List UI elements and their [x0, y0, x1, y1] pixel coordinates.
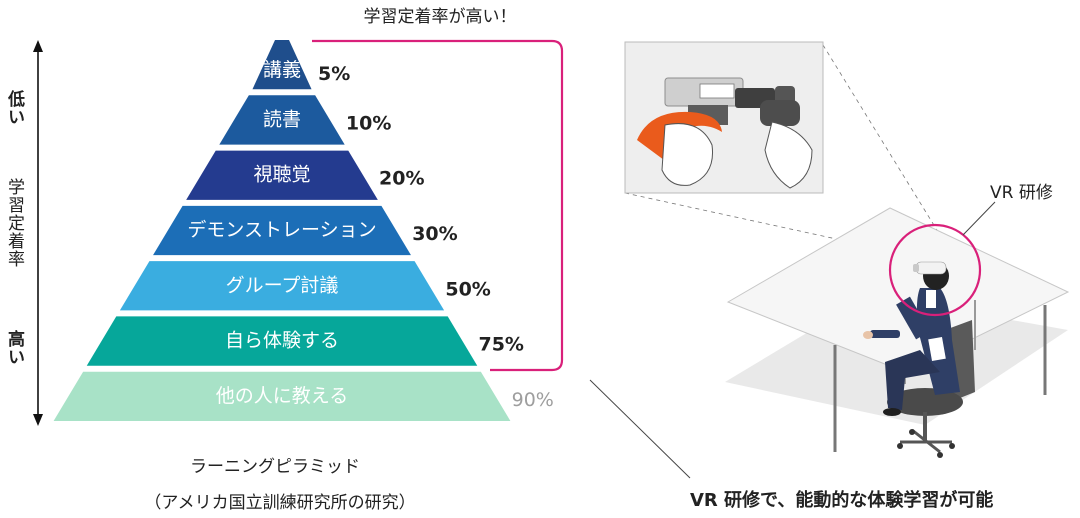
- retention-axis-arrow: [33, 40, 43, 426]
- pyramid-tier: デモンストレーション 30%: [153, 205, 458, 256]
- pyramid-tier-shape: [153, 205, 411, 256]
- pyramid-tier-label: 読書: [263, 108, 301, 130]
- pyramid-caption-title: ラーニングピラミッド: [190, 457, 360, 477]
- pyramid-tier-shape: [219, 95, 345, 145]
- high-retention-label: 学習定着率が高い！: [363, 7, 517, 27]
- pyramid-tiers: 講義 5% 読書 10% 視聴覚 20% デモンストレーション 30% グループ討議 50% 自ら体…: [53, 40, 554, 421]
- pyramid-tier-label: 自ら体験する: [225, 330, 339, 352]
- axis-title: 学習定着率: [4, 178, 24, 268]
- pyramid-tier: 視聴覚 20%: [186, 150, 425, 200]
- pyramid-tier-percent: 30%: [412, 223, 457, 245]
- pyramid-tier-shape: [53, 371, 511, 421]
- pyramid-tier-label: デモンストレーション: [187, 219, 376, 241]
- pyramid-tier-label: グループ討議: [226, 274, 339, 296]
- pyramid-tier: 読書 10%: [219, 95, 391, 145]
- axis-high-label: 高い: [4, 330, 24, 366]
- pyramid-tier-percent: 5%: [318, 63, 350, 85]
- bracket-connector-line: [589, 379, 691, 479]
- pyramid-caption-source: （アメリカ国立訓練研究所の研究）: [144, 493, 416, 513]
- pyramid-tier-shape: [252, 40, 312, 90]
- pyramid-tier-percent: 10%: [346, 112, 391, 134]
- micrometer-inset: [637, 77, 813, 189]
- pyramid-tier: 自ら体験する 75%: [86, 316, 524, 366]
- pyramid-tier-percent: 75%: [478, 334, 523, 356]
- pyramid-tier-percent: 90%: [512, 389, 554, 411]
- high-retention-bracket: [312, 39, 564, 372]
- axis-low-label: 低い: [4, 90, 24, 126]
- pyramid-tier: 他の人に教える 90%: [53, 371, 554, 421]
- pyramid-tier-label: 視聴覚: [253, 164, 310, 186]
- pyramid-tier-percent: 20%: [379, 168, 424, 190]
- vr-training-illustration: [624, 41, 1070, 458]
- pyramid-tier-label: 他の人に教える: [216, 385, 348, 407]
- pyramid-tier: 講義 5%: [252, 40, 350, 90]
- vr-benefit-caption: VR 研修で、能動的な体験学習が可能: [690, 490, 994, 511]
- pyramid-tier-shape: [119, 261, 445, 311]
- pyramid-tier-shape: [86, 316, 478, 366]
- pyramid-tier-shape: [186, 150, 378, 200]
- pyramid-tier-percent: 50%: [445, 278, 490, 300]
- pyramid-tier-label: 講義: [263, 59, 301, 81]
- pyramid-tier: グループ討議 50%: [119, 261, 491, 311]
- vr-training-label: VR 研修: [990, 183, 1053, 203]
